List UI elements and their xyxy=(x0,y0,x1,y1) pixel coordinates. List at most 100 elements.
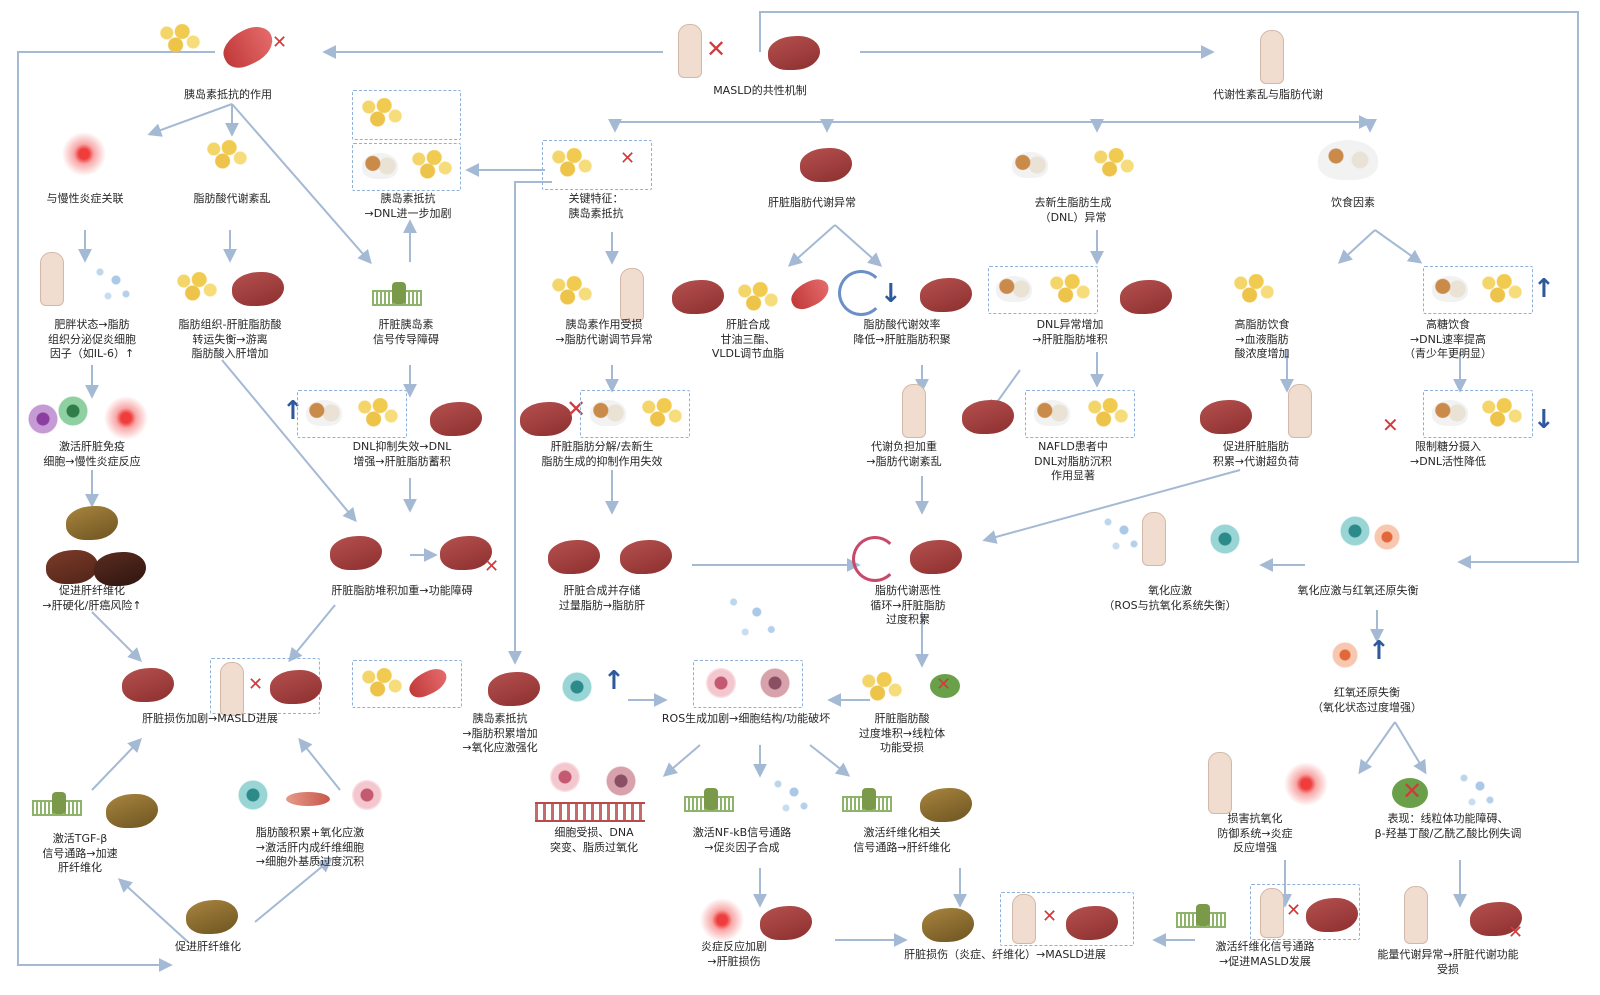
fat-accumulation-dysfunction-label: 肝脏脂肪堆积加重→功能障碍 xyxy=(331,584,473,597)
fat-droplets-icon xyxy=(860,672,904,702)
liver-icon xyxy=(232,272,284,306)
cell-icon xyxy=(562,672,592,702)
fibrotic-liver-icon xyxy=(920,788,972,822)
cycle-arrows-icon xyxy=(838,270,884,316)
liver-icon xyxy=(1066,906,1118,940)
fibroblast-icon xyxy=(286,792,330,806)
normal-cell-icon xyxy=(550,762,580,792)
inhibit-x-icon: ✕ xyxy=(248,674,264,695)
promote-fibrosis-bottom-label: 促进肝纤维化 xyxy=(175,940,241,953)
key-feature-label: 关键特征： 胰岛素抵抗 xyxy=(568,192,624,220)
damaged-cell-icon xyxy=(606,766,636,796)
fat-droplets-icon xyxy=(1048,274,1092,304)
human-body-icon xyxy=(1012,894,1036,944)
synth-store-label: 肝脏合成并存储 过量脂肪→脂肪肝 xyxy=(558,584,646,612)
inflammation-glow-icon xyxy=(1284,762,1328,806)
dashed-box xyxy=(352,90,461,140)
cell-icon xyxy=(1210,524,1240,554)
receptor-icon xyxy=(1196,904,1210,926)
receptor-icon xyxy=(862,788,876,810)
fat-droplets-icon xyxy=(356,398,400,428)
dna-icon xyxy=(535,802,645,822)
human-body-icon xyxy=(902,384,926,438)
ros-damage-label: ROS生成加剧→细胞结构/功能破坏 xyxy=(661,712,831,725)
liver-icon xyxy=(800,148,852,182)
promote-fat-label: 促进肝脏脂肪 积累→代谢超负荷 xyxy=(1212,440,1300,468)
food-icon xyxy=(1432,400,1468,426)
food-icon xyxy=(1034,400,1070,426)
immune-activation-label: 激活肝脏免疫 细胞→慢性炎症反应 xyxy=(43,440,141,468)
human-body-icon xyxy=(1260,888,1284,938)
inhibit-x-icon: ✕ xyxy=(620,148,636,169)
adipose-transport-label: 脂肪组织-肝脏脂肪酸 转运失衡→游离 脂肪酸入肝增加 xyxy=(178,318,282,360)
human-body-icon xyxy=(620,268,644,322)
mitochondrion-icon xyxy=(1392,778,1428,808)
inflammation-glow-icon xyxy=(700,898,744,942)
liver-icon xyxy=(440,536,492,570)
fat-droplets-icon xyxy=(360,668,404,698)
mito-dysfunction-label: 表现：线粒体功能障碍、 β-羟基丁酸/乙酰乙酸比例失调 xyxy=(1374,812,1522,840)
fa-efficiency-label: 脂肪酸代谢效率 降低→肝脏脂肪积聚 xyxy=(853,318,951,346)
masld-mechanism-label: MASLD的共性机制 xyxy=(713,84,807,97)
cell-icon xyxy=(1340,516,1370,546)
dashed-box xyxy=(1423,266,1533,314)
cell-icon xyxy=(238,780,268,810)
dashed-box xyxy=(1423,390,1533,438)
cycle-arrows-icon xyxy=(852,536,898,582)
child-figure-icon xyxy=(40,252,64,306)
up-arrow-icon: ↑ xyxy=(1368,636,1390,666)
redox-imbalance-label: 红氧还原失衡 （氧化状态过度增强） xyxy=(1312,686,1422,714)
liver-icon xyxy=(1200,400,1252,434)
cirrhotic-liver-icon xyxy=(46,550,98,584)
food-icon xyxy=(306,400,342,426)
fat-droplets-icon xyxy=(360,98,404,128)
ros-cell-icon xyxy=(1372,522,1402,552)
energy-metabolism-label: 能量代谢异常→肝脏代谢功能受损 xyxy=(1377,948,1519,976)
fibrotic-liver-icon xyxy=(106,794,158,828)
human-body-icon xyxy=(1260,30,1284,84)
immune-cell-icon xyxy=(58,396,88,426)
fat-droplets-icon xyxy=(205,140,249,170)
dashed-box xyxy=(580,390,690,438)
fibrotic-liver-icon xyxy=(186,900,238,934)
inhibit-x-icon: ✕ xyxy=(272,32,288,53)
inhibit-x-icon: ✕ xyxy=(706,35,727,63)
oxidative-stress-label: 氧化应激 （ROS与抗氧化系统失衡） xyxy=(1103,584,1237,612)
inhibit-x-icon: ✕ xyxy=(1042,906,1058,927)
high-sugar-diet-label: 高糖饮食 →DNL速率提高 （青少年更明显） xyxy=(1404,318,1492,360)
ir-dnl-aggravation-label: 胰岛素抵抗 →DNL进一步加剧 xyxy=(364,192,452,220)
immune-cell-icon xyxy=(28,404,58,434)
liver-icon xyxy=(620,540,672,574)
fat-droplets-icon xyxy=(1086,398,1130,428)
dashed-box xyxy=(693,660,803,708)
insulin-impaired-label: 胰岛素作用受损 →脂肪代谢调节异常 xyxy=(555,318,653,346)
dnl-abnormal-label: 去新生脂肪生成 （DNL）异常 xyxy=(1034,196,1112,224)
fat-droplets-icon xyxy=(1092,148,1136,178)
inhibit-x-icon: ✕ xyxy=(1402,777,1423,805)
mito-damage-label: 肝脏脂肪酸 过度堆积→线粒体 功能受损 xyxy=(858,712,946,754)
food-icon xyxy=(996,276,1032,302)
liver-icon xyxy=(672,280,724,314)
ir-fat-oxidative-label: 胰岛素抵抗 →脂肪积累增加 →氧化应激强化 xyxy=(462,712,538,754)
liver-icon xyxy=(962,400,1014,434)
fat-droplets-icon xyxy=(1480,398,1524,428)
cell-icon xyxy=(352,780,382,810)
receptor-icon xyxy=(392,282,406,304)
ros-particles-icon xyxy=(722,592,780,642)
fa-oxidative-stress-label: 脂肪酸积累+氧化应激 →激活肝内成纤维细胞 →细胞外基质过度沉积 xyxy=(255,826,365,868)
liver-icon xyxy=(548,540,600,574)
fat-droplets-icon xyxy=(550,148,594,178)
cytokines-icon xyxy=(770,776,810,816)
inhibit-x-icon: ✕ xyxy=(1286,900,1302,921)
chronic-inflammation-label: 与慢性炎症关联 xyxy=(46,192,124,205)
impaired-antioxidant-label: 损害抗氧化 防御系统→炎症 反应增强 xyxy=(1217,812,1293,854)
cancer-liver-icon xyxy=(94,552,146,586)
obesity-label: 肥胖状态→脂肪 组织分泌促炎细胞 因子（如IL-6）↑ xyxy=(48,318,136,360)
inhibit-x-icon: ✕ xyxy=(936,674,952,695)
cytokines-icon xyxy=(92,264,132,304)
liver-icon xyxy=(122,668,174,702)
liver-damage-masld-label: 肝脏损伤加剧→MASLD进展 xyxy=(142,712,278,725)
up-arrow-icon: ↑ xyxy=(1533,274,1555,304)
dashed-box xyxy=(1250,884,1360,940)
